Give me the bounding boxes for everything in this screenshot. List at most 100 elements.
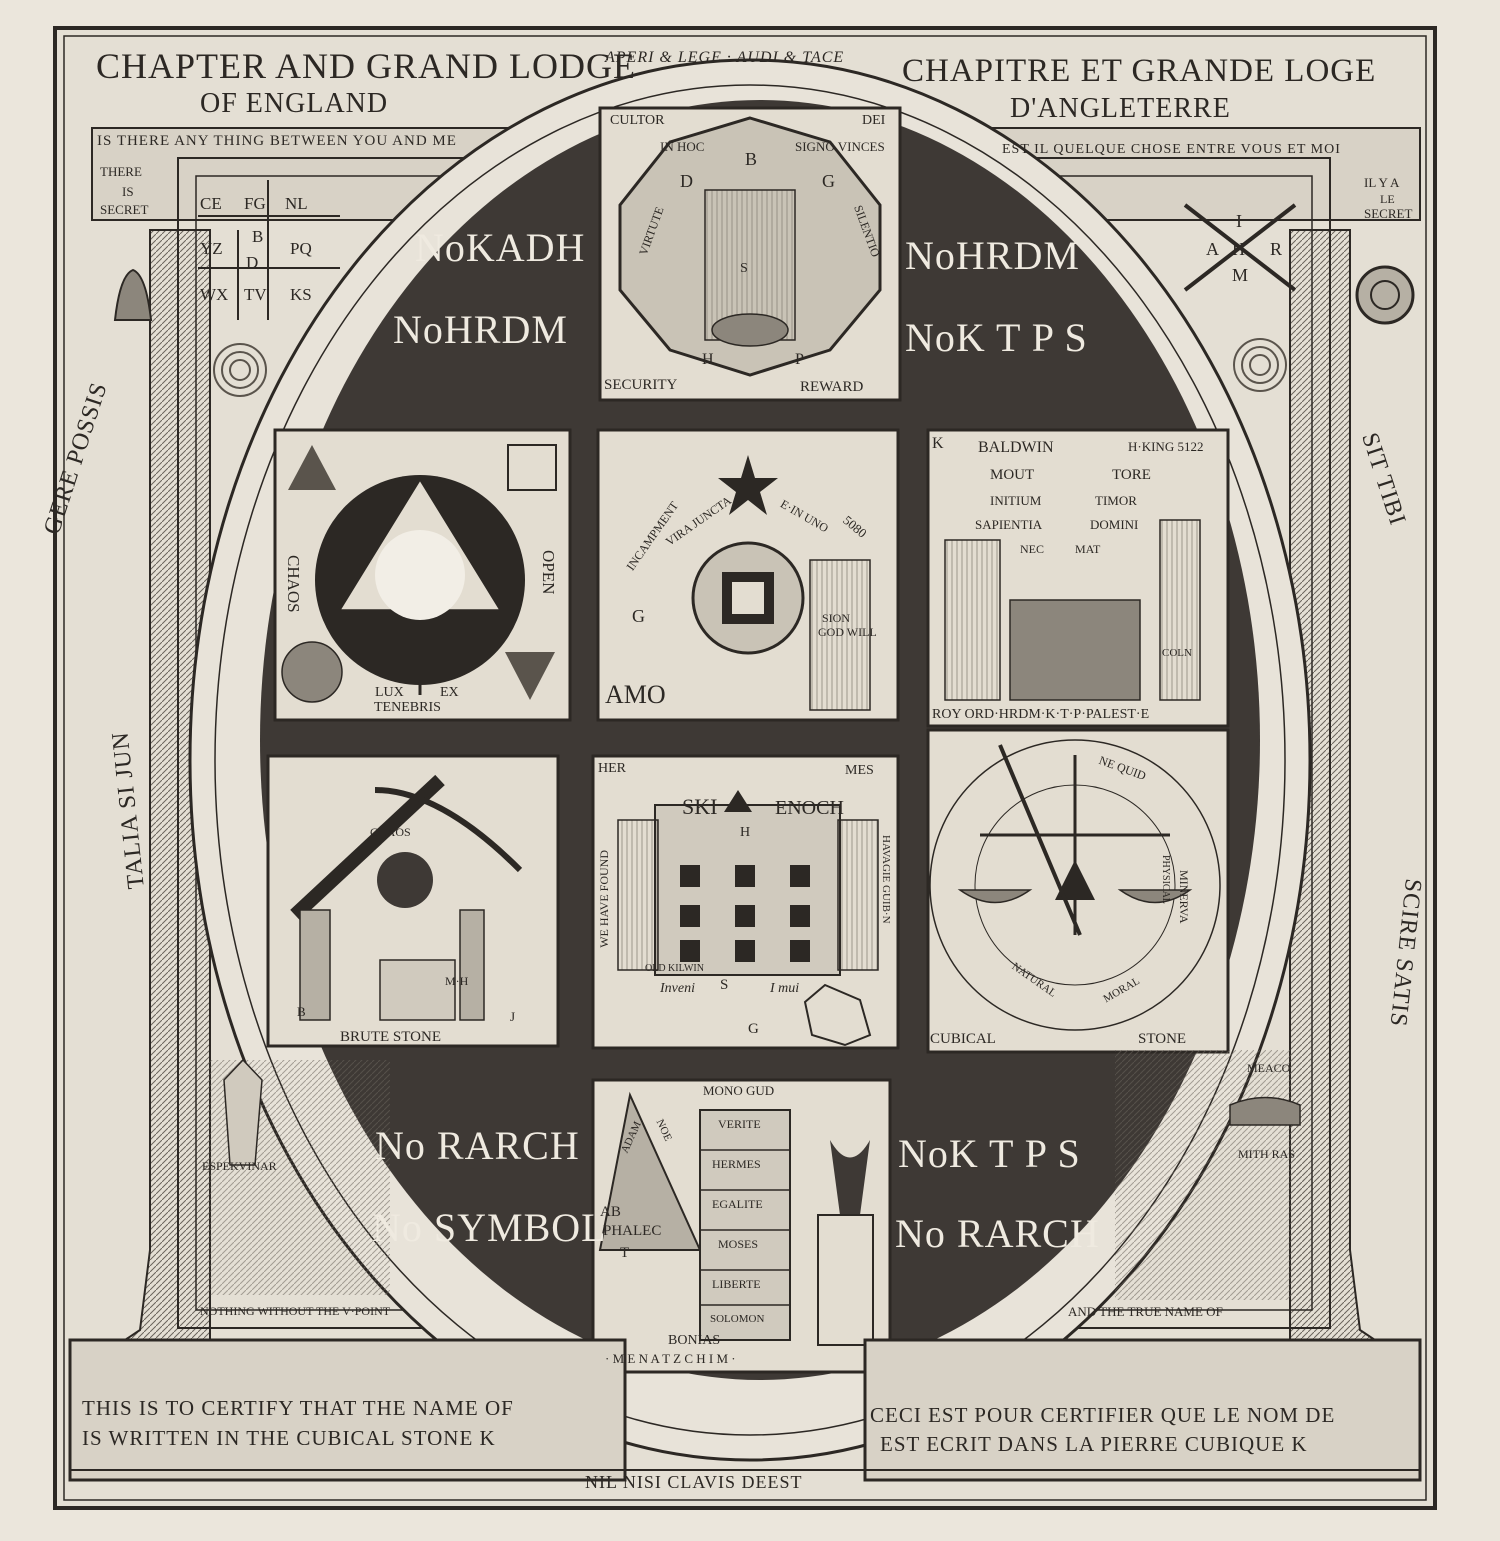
banner-secret-left: SECRET — [100, 202, 149, 217]
cubical-physical: PHYSICAL — [1160, 855, 1171, 904]
cipher-cell: KS — [290, 285, 312, 304]
inscription-no-ktps-upper: NoK T P S — [905, 315, 1088, 360]
baldwin-k: K — [932, 435, 944, 452]
compass-dial — [929, 739, 1221, 1031]
hermes-h: H — [740, 825, 751, 840]
inscription-no-kadh: NoKADH — [415, 225, 586, 270]
top-in-hoc: IN HOC — [660, 139, 705, 154]
hermes-g: G — [748, 1021, 759, 1037]
title-en-line2: OF ENGLAND — [200, 88, 389, 119]
dark-oval — [260, 100, 1260, 1380]
chaos-label: CHAOS — [284, 555, 303, 613]
bottom-bonias: BONIAS — [668, 1333, 721, 1348]
inscription-no-rarch-left: No RARCH — [375, 1123, 580, 1168]
baldwin-hking: H·KING 5122 — [1128, 439, 1204, 454]
right-vignette — [1115, 1050, 1305, 1300]
inscription-no-hrdm-right: NoHRDM — [905, 233, 1080, 278]
nothing-without-label: NOTHING WITHOUT THE V·POINT — [200, 1304, 391, 1318]
brute-mh: M·H — [445, 974, 469, 988]
octagon-small — [803, 983, 872, 1047]
open-label: OPEN — [539, 550, 558, 595]
hermes-enoch: ENOCH — [775, 797, 844, 819]
cipher-cell: B — [252, 227, 264, 246]
certificate-fr-line2: EST ECRIT DANS LA PIERRE CUBIQUE K — [880, 1432, 1308, 1456]
baldwin-domini: DOMINI — [1090, 517, 1139, 532]
hermes-old-kilwin: OLD KILWIN — [645, 963, 704, 974]
hermes-guib: HAVAGIE GUIB·N — [880, 835, 892, 924]
true-name-label: AND THE TRUE NAME OF — [1068, 1304, 1223, 1319]
double-eagle — [830, 1140, 870, 1215]
inscription-no-symbol: No SYMBOL — [372, 1205, 607, 1250]
triangle-adam — [598, 1091, 702, 1251]
pick-axe — [374, 787, 523, 873]
banner-is: IS — [122, 184, 134, 199]
certificate-box-right — [863, 1338, 1422, 1482]
hermes-ski: SKI — [682, 794, 718, 819]
top-letter-g: G — [822, 171, 835, 191]
bottom-menatzchim: · M E N A T Z C H I M · — [605, 1351, 736, 1366]
mithras-label: MITH RAS — [1238, 1147, 1296, 1161]
brute-j: J — [510, 1009, 516, 1024]
tower-right — [1159, 519, 1201, 701]
cipher-cell: WX — [200, 285, 229, 304]
title-fr-line2: D'ANGLETERRE — [1010, 93, 1231, 124]
bottom-verite: VERITE — [718, 1117, 761, 1131]
brute-stone-ball — [377, 852, 433, 908]
cubical-stone: STONE — [1138, 1031, 1187, 1047]
maul-handle — [290, 774, 445, 921]
certificate-en-line2: IS WRITTEN IN THE CUBICAL STONE K — [82, 1426, 496, 1450]
bottom-ab: AB — [600, 1204, 621, 1220]
bottom-mono-gud: MONO GUD — [703, 1083, 775, 1098]
brute-b: B — [297, 1004, 306, 1019]
bottom-liberte: LIBERTE — [712, 1277, 761, 1291]
cipher-cell: YZ — [200, 239, 223, 258]
bell-ornament — [113, 268, 153, 321]
certificate-box-left — [68, 1338, 627, 1482]
bottom-egalite: EGALITE — [712, 1197, 763, 1211]
clock-ornament — [1355, 265, 1415, 325]
title-en-line1: CHAPTER AND GRAND LODGE — [96, 46, 637, 86]
star-letter-g: G — [632, 606, 645, 626]
top-security: SECURITY — [604, 377, 678, 393]
tenebris-label: TENEBRIS — [374, 700, 441, 715]
cipher-cell: D — [246, 253, 259, 272]
ladder — [817, 1214, 874, 1346]
bottom-solomon: SOLOMON — [710, 1313, 765, 1325]
top-letter-p: P — [795, 351, 804, 368]
top-letter-d: D — [680, 171, 693, 191]
monogram-letter: R — [1270, 239, 1283, 259]
inscription-no-ktps-lower: NoK T P S — [898, 1131, 1081, 1176]
hermes-inveni: Inveni — [660, 981, 695, 996]
ex-label: EX — [440, 685, 459, 700]
bottom-phalec: PHALEC — [603, 1223, 662, 1239]
tower-of-virtues — [699, 1109, 791, 1341]
hermes-mes: MES — [845, 763, 874, 778]
baldwin-name: BALDWIN — [978, 439, 1054, 456]
title-fr-line1: CHAPITRE ET GRANDE LOGE — [902, 53, 1377, 89]
obelisk — [223, 1058, 263, 1166]
banner-right-text: EST IL QUELQUE CHOSE ENTRE VOUS ET MOI — [1002, 142, 1341, 157]
brute-chaos: CHAOS — [370, 825, 411, 839]
top-letter-h: H — [702, 351, 714, 368]
inscription-no-hrdm-left: NoHRDM — [393, 307, 568, 352]
baldwin-sapientia: SAPIENTIA — [975, 517, 1043, 532]
bottom-hermes: HERMES — [712, 1157, 761, 1171]
cipher-grid-lines — [198, 180, 340, 320]
baldwin-initium: INITIUM — [990, 493, 1042, 508]
cipher-cell: FG — [244, 194, 266, 213]
brute-stone-caption: BRUTE STONE — [340, 1029, 441, 1045]
bull-figure — [1229, 1096, 1301, 1126]
monogram-letter: M — [1232, 265, 1249, 285]
triangle-up — [288, 445, 336, 490]
square-figure — [507, 444, 557, 491]
banner-le: LE — [1380, 192, 1395, 206]
hermes-we-have-found: WE HAVE FOUND — [597, 850, 611, 948]
tower-left — [944, 539, 1001, 701]
top-dei: DEI — [862, 113, 886, 128]
star-sion: SION — [822, 611, 851, 625]
banner-secret-right: SECRET — [1364, 206, 1413, 221]
banner-left-text: IS THERE ANY THING BETWEEN YOU AND ME — [97, 133, 457, 149]
top-signo-vinces: SIGNO VINCES — [795, 139, 885, 154]
